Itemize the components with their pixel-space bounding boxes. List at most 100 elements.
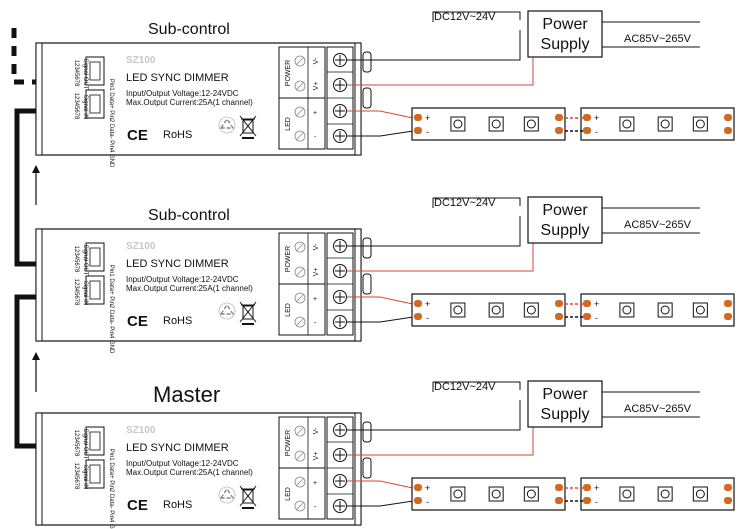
power-wiring: [347, 381, 534, 456]
led-wiring: [347, 296, 414, 323]
power-supply-label-line2: Supply: [541, 222, 590, 239]
ce-mark: CE: [127, 497, 148, 514]
weee-bin-icon: [239, 485, 257, 509]
ac-voltage-label: AC85V~265V: [624, 219, 692, 231]
strip-plus-label: +: [594, 483, 599, 493]
strip-minus-label: -: [595, 313, 598, 323]
terminal-vminus: [333, 53, 347, 67]
screw-icon: [294, 500, 306, 512]
screw-icon: [294, 106, 306, 118]
terminal-minus-label: -: [314, 134, 317, 141]
power-wiring: [347, 197, 534, 272]
unit-heading: Master: [153, 382, 220, 407]
led-chip-icon: [657, 116, 673, 132]
terminal-vminus: [333, 239, 347, 253]
signal-in-port[interactable]: [85, 275, 105, 305]
terminal-vminus-label: V-: [313, 243, 320, 250]
led-wiring: [347, 480, 414, 507]
terminal-vplus-label: V+: [313, 268, 320, 277]
power-supply-label-line1: Power: [542, 386, 588, 403]
led-wiring: [347, 110, 414, 137]
terminal-led-minus: [333, 315, 347, 329]
led-chip-icon: [488, 116, 504, 132]
signal-out-label: Signal OUT: [82, 58, 88, 89]
led-chip-icon: [657, 486, 673, 502]
led-section-label: LED: [285, 117, 292, 131]
terminal-vminus-label: V-: [313, 427, 320, 434]
strip-plus-label: +: [594, 299, 599, 309]
terminal-vplus: [333, 78, 347, 92]
recycle-icon: [218, 302, 236, 320]
pin-numbers-out: 12345678: [73, 246, 79, 273]
signal-in-port[interactable]: [85, 459, 105, 489]
terminal-vplus-label: V+: [313, 452, 320, 461]
power-supply-label-line1: Power: [542, 16, 588, 33]
pin-legend: Pin1 Data+ Pin2 Data- Pin4 GND: [108, 449, 114, 529]
ac-voltage-label: AC85V~265V: [624, 33, 692, 45]
terminal-led-minus: [333, 129, 347, 143]
weee-bin-icon: [239, 301, 257, 325]
led-chip-icon: [619, 302, 635, 318]
terminal-vplus: [333, 264, 347, 278]
spec-voltage: Input/Output Voltage:12-24VDC: [126, 459, 239, 468]
model-number: SZ100: [126, 55, 156, 66]
screw-icon: [294, 292, 306, 304]
terminal-vminus-label: V-: [313, 57, 320, 64]
screw-icon: [294, 55, 306, 67]
power-section-label: POWER: [285, 60, 292, 86]
led-strip-segment: +-: [580, 477, 735, 511]
rohs-mark: RoHS: [163, 129, 192, 141]
power-supply-label-line1: Power: [542, 202, 588, 219]
signal-in-port[interactable]: [85, 89, 105, 119]
led-chip-icon: [692, 302, 708, 318]
signal-out-label: Signal OUT: [82, 244, 88, 275]
unit-heading: Sub-control: [148, 207, 230, 224]
led-strip-segment: +-: [411, 477, 566, 511]
pin-legend: Pin1 Data+ Pin2 Data- Pin4 GND: [108, 79, 114, 168]
device-name: LED SYNC DIMMER: [126, 72, 229, 84]
device-name: LED SYNC DIMMER: [126, 442, 229, 454]
recycle-icon: [218, 116, 236, 134]
signal-in-label: Signal IN: [82, 95, 88, 119]
terminal-plus-label: +: [313, 296, 317, 303]
led-chip-icon: [619, 486, 635, 502]
model-number: SZ100: [126, 241, 156, 252]
terminal-led-plus: [333, 104, 347, 118]
terminal-vminus: [333, 423, 347, 437]
screw-terminal-block: [326, 46, 354, 150]
led-chip-icon: [619, 116, 635, 132]
screw-icon: [294, 450, 306, 462]
strip-minus-label: -: [426, 313, 429, 323]
power-section-label: POWER: [285, 430, 292, 456]
screw-terminal-block: [326, 416, 354, 520]
recycle-icon: [218, 486, 236, 504]
power-wiring: [347, 11, 534, 86]
led-chip-icon: [523, 116, 539, 132]
strip-minus-label: -: [426, 497, 429, 507]
screw-icon: [294, 80, 306, 92]
signal-out-port[interactable]: [85, 426, 105, 456]
led-chip-icon: [450, 302, 466, 318]
rohs-mark: RoHS: [163, 315, 192, 327]
signal-out-port[interactable]: [85, 56, 105, 86]
signal-in-label: Signal IN: [82, 281, 88, 305]
ce-mark: CE: [127, 313, 148, 330]
screw-icon: [294, 425, 306, 437]
signal-out-port[interactable]: [85, 242, 105, 272]
led-chip-icon: [450, 486, 466, 502]
screw-icon: [294, 476, 306, 488]
led-chip-icon: [523, 302, 539, 318]
terminal-led-minus: [333, 499, 347, 513]
pin-numbers-in: 12345678: [73, 93, 79, 120]
model-number: SZ100: [126, 425, 156, 436]
led-chip-icon: [657, 302, 673, 318]
